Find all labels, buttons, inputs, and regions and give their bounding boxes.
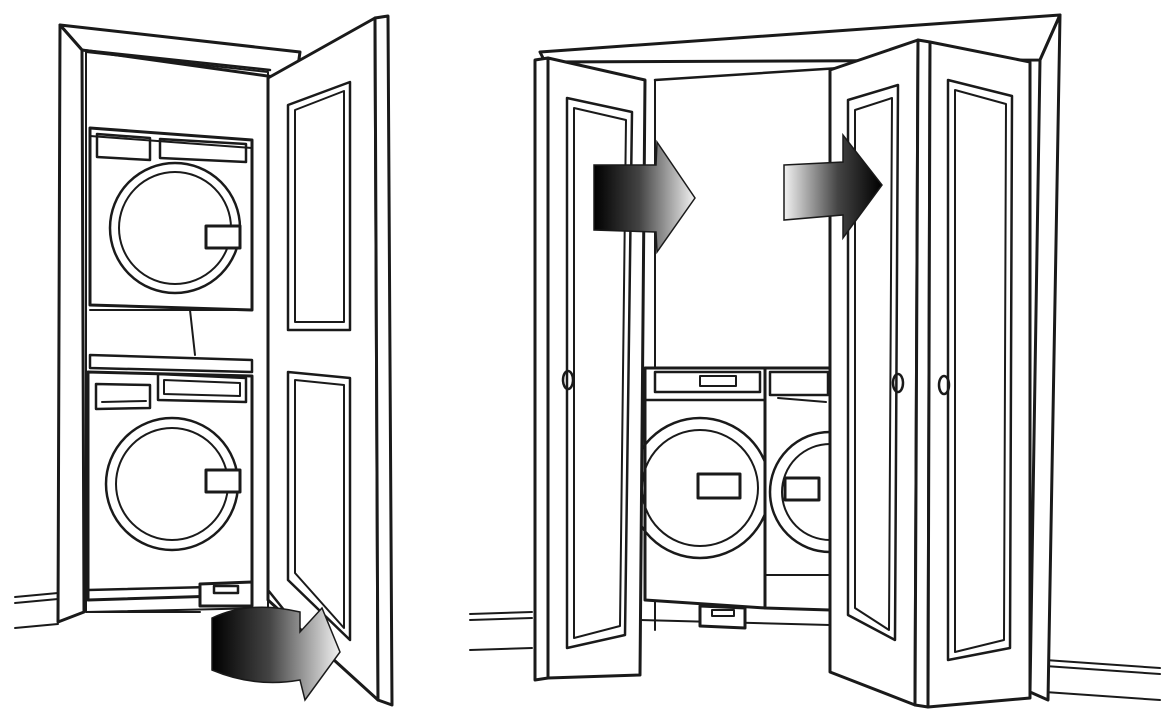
dryer-right-panel: [763, 366, 892, 612]
arrow-left-icon: [593, 139, 696, 255]
curved-arrow-icon: [211, 606, 341, 702]
bifold-door-left: [533, 56, 647, 682]
swing-door: [266, 14, 394, 707]
arrow-right-icon: [783, 132, 883, 241]
dryer-top: [88, 126, 254, 312]
right-baseboard: [469, 611, 1161, 701]
bifold-door-right: [828, 38, 1032, 709]
washer-bottom: [86, 370, 254, 608]
right-panel: [469, 13, 1161, 709]
left-panel: [14, 14, 394, 707]
washer-right-panel: [628, 366, 772, 630]
stacking-kit: [88, 309, 254, 374]
